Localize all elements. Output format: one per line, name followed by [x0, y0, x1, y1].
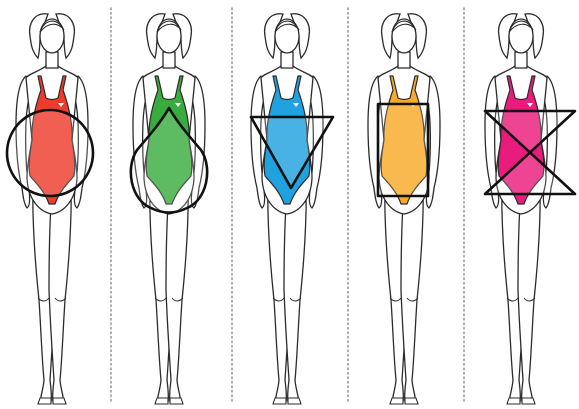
- feet: [155, 398, 183, 404]
- figure-hourglass: [485, 14, 575, 404]
- figure-apple: [7, 14, 93, 404]
- feet: [390, 398, 418, 404]
- feet: [38, 398, 66, 404]
- neck: [163, 52, 175, 68]
- neck: [515, 52, 527, 68]
- neck: [398, 52, 410, 68]
- feet: [273, 398, 301, 404]
- rectangle-shape: [378, 104, 428, 196]
- neck: [46, 52, 58, 68]
- neck: [281, 52, 293, 68]
- figure-inverted-triangle: [251, 14, 333, 404]
- figure-pear: [131, 14, 207, 404]
- feet: [507, 398, 535, 404]
- circle-shape: [7, 110, 93, 196]
- figure-rectangle: [368, 14, 440, 404]
